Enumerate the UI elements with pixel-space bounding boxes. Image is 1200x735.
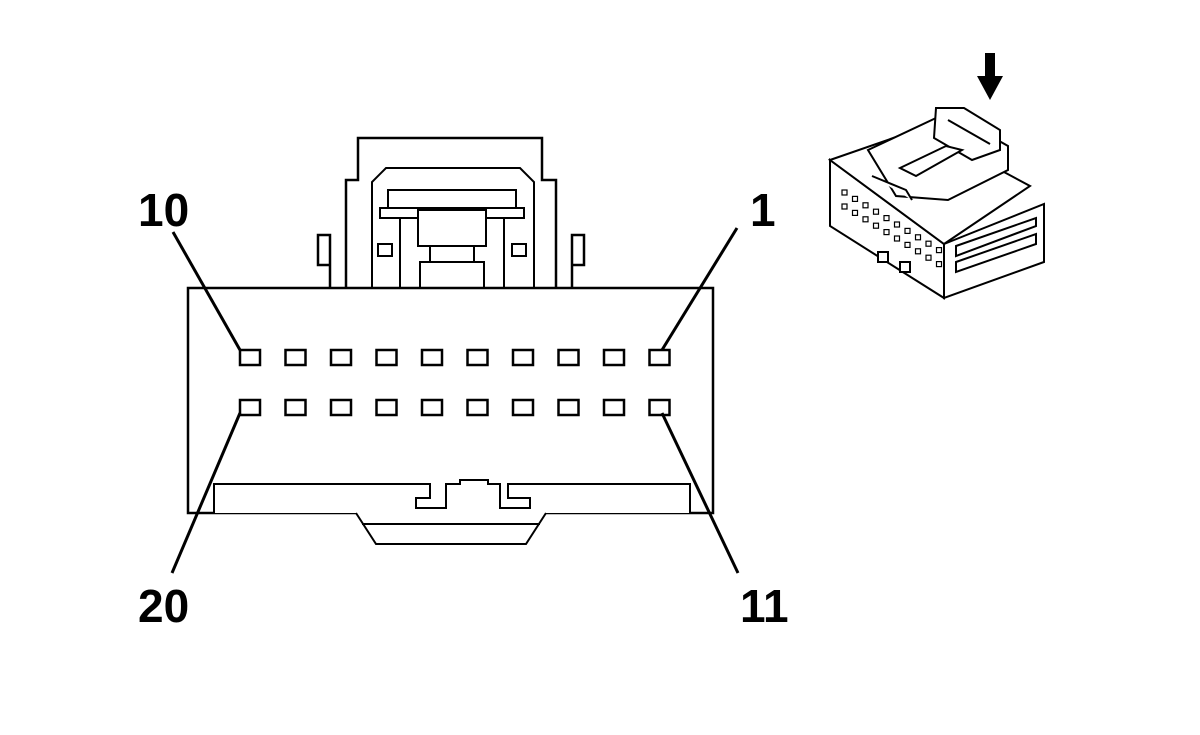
inset-cavity: [851, 195, 859, 202]
inset-cavity: [872, 208, 880, 215]
pin-cavity-1: [648, 348, 671, 367]
pin-cavity-19: [284, 398, 307, 417]
pin-label-bottom-right: 11: [740, 580, 789, 632]
pin-cavity-9: [284, 348, 307, 367]
leader-line-bottom-left: [170, 412, 242, 574]
pin-cavity-20: [238, 398, 262, 417]
inset-cavity: [925, 254, 932, 261]
inset-pin-cavities: [841, 189, 943, 268]
pin-cavity-3: [557, 348, 580, 367]
pin-cavities: [238, 348, 671, 417]
connector-body: [186, 286, 715, 515]
pin-label-top-right: 1: [750, 184, 776, 236]
leader-line-bottom-right: [660, 412, 740, 574]
down-arrow-icon: [977, 53, 1003, 100]
inset-cavity: [893, 221, 901, 228]
pin-cavity-14: [511, 398, 535, 417]
pin-label-top-left: 10: [138, 184, 189, 236]
connector-foot: [355, 512, 547, 545]
inset-cavity: [914, 234, 922, 241]
pin-cavity-18: [329, 398, 353, 417]
pin-cavity-2: [602, 348, 626, 367]
inset-cavity: [925, 240, 932, 247]
inset-cavity: [883, 229, 890, 236]
inset-cavity: [904, 241, 911, 248]
pin-cavity-5: [466, 348, 489, 367]
pin-cavity-10: [238, 348, 262, 367]
pin-cavity-13: [557, 398, 580, 417]
pin-cavity-12: [602, 398, 626, 417]
inset-cavity: [851, 209, 859, 216]
inset-cavity: [935, 261, 943, 268]
pin-cavity-17: [375, 398, 398, 417]
inset-cavity: [872, 222, 880, 229]
connector-face-view: 10 1 20 11: [138, 136, 789, 632]
pin-label-bottom-left: 20: [138, 580, 189, 632]
inset-cavity: [914, 248, 922, 255]
pin-cavity-7: [375, 348, 398, 367]
pin-cavity-6: [420, 348, 444, 367]
pin-cavity-11: [648, 398, 671, 417]
connector-3d-inset: [827, 53, 1045, 300]
leader-line-top-right: [660, 227, 739, 351]
inset-cavity: [862, 202, 869, 209]
latch-housing: [316, 136, 586, 292]
leader-line-top-left: [171, 231, 242, 351]
inset-cavity: [862, 216, 869, 223]
inset-cavity: [935, 247, 943, 254]
pin-cavity-4: [511, 348, 535, 367]
pin-cavity-15: [466, 398, 489, 417]
keying-strip: [213, 479, 691, 513]
inset-cavity: [893, 235, 901, 242]
pin-cavity-16: [420, 398, 444, 417]
inset-cavity: [841, 203, 848, 210]
pin-cavity-8: [329, 348, 353, 367]
inset-cavity: [841, 189, 848, 196]
inset-cavity: [904, 227, 911, 234]
inset-cavity: [883, 215, 890, 222]
